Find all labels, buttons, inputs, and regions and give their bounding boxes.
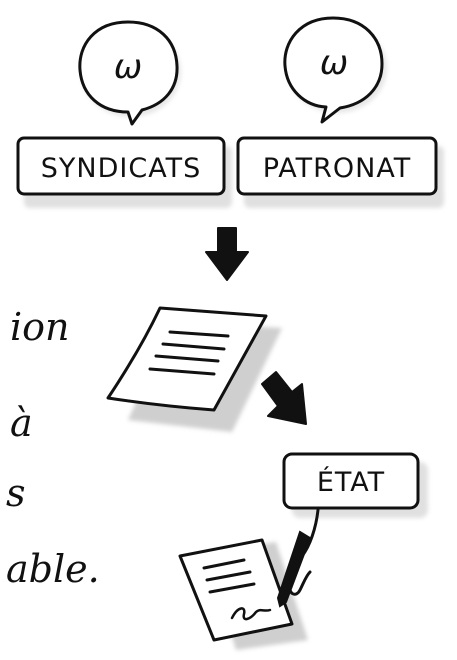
document-icon [106, 306, 282, 432]
diagonal-arrow-icon [261, 371, 307, 425]
syndicats-label: SYNDICATS [41, 153, 201, 184]
pen-icon [276, 530, 312, 608]
side-text-line-1: ion [10, 305, 70, 349]
side-text-line-4: able. [6, 547, 100, 591]
etat-label-box: ÉTAT [282, 452, 428, 518]
side-text-line-2: à [10, 401, 33, 445]
speech-squiggle: ω [320, 43, 348, 83]
syndicats-speech-bubble: ω [78, 20, 181, 126]
patronat-label-box: PATRONAT [236, 136, 444, 208]
side-text-block: ion à s able. [6, 305, 100, 591]
patronat-label: PATRONAT [263, 153, 412, 184]
signed-document-icon [178, 538, 308, 650]
syndicats-label-box: SYNDICATS [16, 136, 232, 208]
patronat-speech-bubble: ω [283, 16, 387, 124]
side-text-line-3: s [6, 471, 26, 515]
etat-label: ÉTAT [317, 466, 385, 498]
down-arrow-icon [205, 227, 249, 281]
speech-squiggle: ω [114, 47, 142, 87]
